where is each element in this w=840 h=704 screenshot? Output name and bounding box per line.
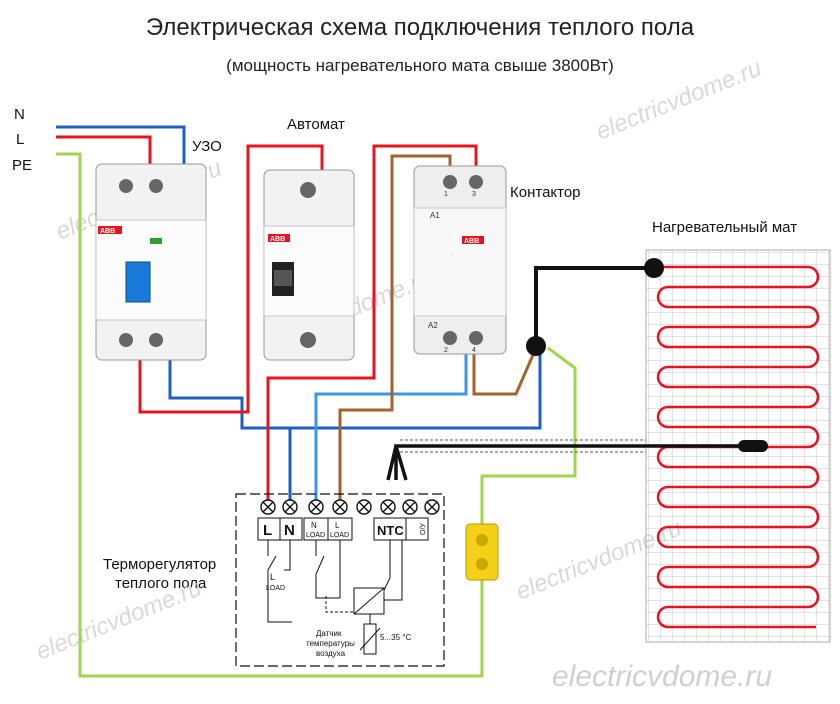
avtomat-brand: ABB bbox=[270, 236, 285, 243]
sensor-label-2: температуры bbox=[306, 639, 355, 648]
term-n: N bbox=[284, 522, 295, 539]
uzo-device: ABB bbox=[95, 163, 207, 361]
sensor-label-1: Датчик bbox=[316, 629, 342, 638]
lload-wire bbox=[338, 154, 452, 500]
label-avtomat: Автомат bbox=[287, 116, 345, 133]
contactor-t3: 3 bbox=[472, 191, 476, 198]
watermark-bottom: electricvdome.ru bbox=[552, 660, 772, 693]
term-lload-bottom: LOAD bbox=[330, 532, 349, 539]
contactor-out-wire bbox=[472, 347, 538, 396]
diagram-title: Электрическая схема подключения теплого … bbox=[145, 14, 695, 41]
sensor-label-3: воздуха bbox=[316, 649, 346, 658]
contactor-t2: 2 bbox=[444, 347, 448, 354]
floor-sensor-probe bbox=[738, 440, 768, 452]
term-ntc-small: О/У bbox=[420, 523, 427, 535]
mat-wire-black bbox=[534, 266, 656, 346]
label-uzo: УЗО bbox=[192, 138, 222, 155]
term-lload-top: L bbox=[335, 521, 340, 530]
label-l: L bbox=[16, 131, 25, 148]
watermark-1: electricvdome.ru bbox=[592, 55, 765, 146]
term-l: L bbox=[263, 522, 272, 539]
label-n: N bbox=[14, 106, 25, 123]
label-thermostat-2: теплого пола bbox=[115, 575, 207, 592]
contactor-device: 1 3 A1 A2 2 4 ABB bbox=[413, 165, 507, 355]
inner-load: LOAD bbox=[266, 585, 285, 592]
line-wire-input bbox=[56, 135, 152, 164]
watermark-4: electricvdome.ru bbox=[32, 575, 205, 666]
contactor-brand: ABB bbox=[464, 238, 479, 245]
contactor-a2: A2 bbox=[428, 321, 438, 330]
thermostat: L N N LOAD L LOAD NTC О/У L LOAD Датчик … bbox=[235, 493, 445, 667]
diagram-subtitle: (мощность нагревательного мата свыше 380… bbox=[226, 56, 614, 75]
neutral-wire-bus bbox=[168, 350, 542, 430]
contactor-t1: 1 bbox=[444, 191, 448, 198]
term-ntc: NTC bbox=[377, 523, 404, 538]
line-wire-uzo-out bbox=[138, 144, 324, 414]
neutral-wire-input bbox=[56, 125, 186, 164]
junction-node bbox=[526, 336, 546, 356]
contactor-t4: 4 bbox=[472, 347, 476, 354]
pe-terminal-block bbox=[465, 523, 499, 581]
contactor-a1: A1 bbox=[430, 211, 440, 220]
label-thermostat-1: Терморегулятор bbox=[103, 556, 217, 573]
sensor-range: 5...35 °C bbox=[380, 633, 411, 642]
label-contactor: Контактор bbox=[510, 184, 581, 201]
uzo-brand: ABB bbox=[100, 228, 115, 235]
avtomat-device: ABB bbox=[263, 169, 355, 361]
mat-junction bbox=[644, 258, 664, 278]
term-nload-top: N bbox=[311, 521, 317, 530]
line-wire-thermostat bbox=[266, 144, 478, 500]
thermostat-screws bbox=[260, 499, 440, 515]
term-nload-bottom: LOAD bbox=[306, 532, 325, 539]
label-heating-mat: Нагревательный мат bbox=[652, 219, 798, 236]
inner-l: L bbox=[270, 572, 275, 582]
label-pe: PE bbox=[12, 157, 33, 174]
